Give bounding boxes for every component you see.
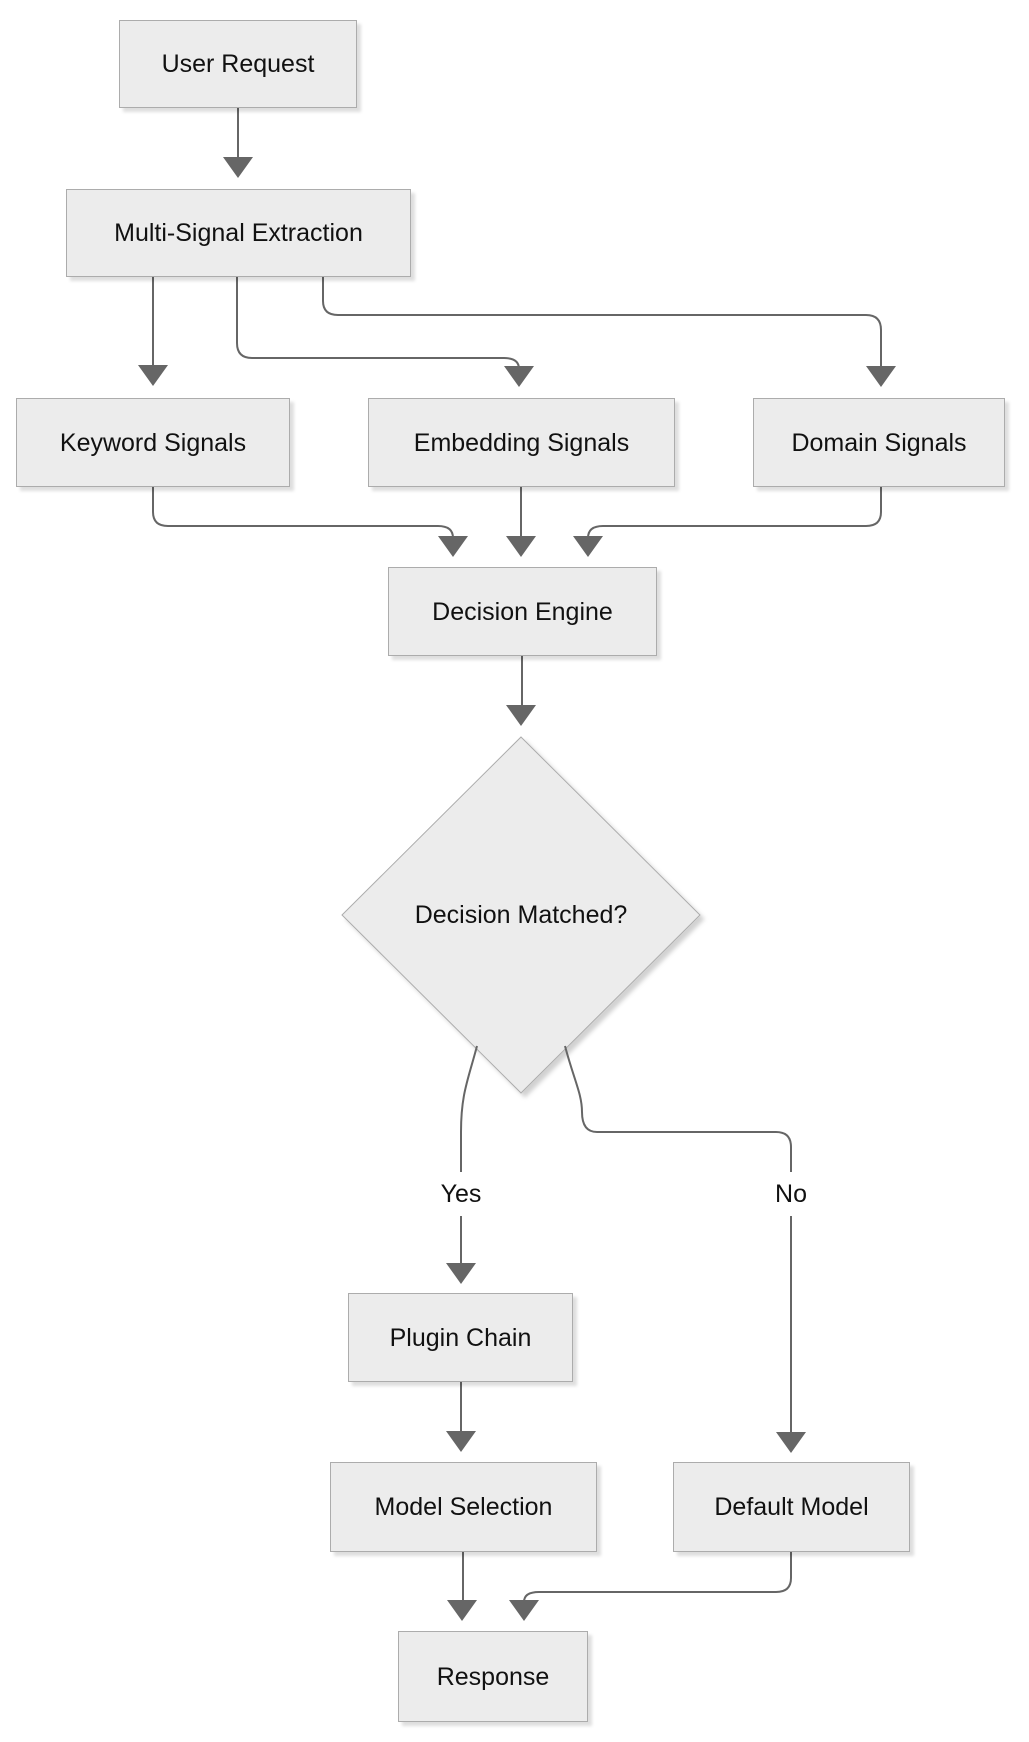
node-default-model: Default Model — [673, 1462, 910, 1552]
arrowhead-into-domain-signals — [866, 366, 896, 387]
arrowhead-into-plugin-chain — [446, 1263, 476, 1284]
edge-decision-matched-yes-to-plugin-chain — [460, 1045, 478, 1265]
edge-domain-signals-to-decision-engine — [587, 487, 882, 539]
arrowhead-into-decision-engine-left — [438, 536, 468, 557]
node-keyword-signals: Keyword Signals — [16, 398, 290, 487]
arrowhead-into-multi-signal-extraction — [223, 157, 253, 178]
node-embedding-signals: Embedding Signals — [368, 398, 675, 487]
arrowhead-into-default-model — [776, 1432, 806, 1453]
node-plugin-chain-label: Plugin Chain — [389, 1323, 532, 1352]
arrowhead-into-decision-engine-center — [506, 536, 536, 557]
node-user-request-label: User Request — [161, 50, 315, 78]
node-model-selection-label: Model Selection — [374, 1493, 553, 1521]
node-model-selection: Model Selection — [330, 1462, 597, 1552]
arrowhead-into-model-selection — [446, 1431, 476, 1452]
arrowhead-into-embedding-signals — [504, 366, 534, 387]
arrowhead-into-keyword-signals — [138, 365, 168, 386]
node-response-label: Response — [436, 1662, 550, 1691]
edge-multi-signal-extraction-to-domain-signals — [322, 277, 882, 368]
node-user-request: User Request — [119, 20, 357, 108]
decision-matched-diamond — [341, 736, 701, 1094]
edge-keyword-signals-to-decision-engine — [152, 487, 454, 539]
arrowhead-into-response-right — [509, 1600, 539, 1621]
node-default-model-label: Default Model — [714, 1493, 869, 1521]
node-plugin-chain: Plugin Chain — [348, 1293, 573, 1382]
edge-default-model-to-response — [523, 1552, 792, 1603]
node-decision-engine: Decision Engine — [388, 567, 657, 656]
node-domain-signals: Domain Signals — [753, 398, 1005, 487]
node-keyword-signals-label: Keyword Signals — [59, 428, 247, 457]
edge-decision-matched-no-to-default-model — [564, 1045, 792, 1434]
node-multi-signal-extraction: Multi-Signal Extraction — [66, 189, 411, 277]
node-response: Response — [398, 1631, 588, 1722]
node-domain-signals-label: Domain Signals — [791, 428, 967, 457]
edge-label-yes: Yes — [426, 1172, 496, 1216]
node-embedding-signals-label: Embedding Signals — [413, 428, 630, 457]
node-decision-matched-label: Decision Matched? — [414, 900, 628, 929]
edge-label-no: No — [756, 1172, 826, 1216]
arrowhead-into-response-left — [447, 1600, 477, 1621]
arrowhead-into-decision-engine-right — [573, 536, 603, 557]
node-multi-signal-extraction-label: Multi-Signal Extraction — [114, 219, 363, 247]
edge-multi-signal-extraction-to-embedding-signals — [236, 277, 520, 370]
arrowhead-into-decision-matched — [506, 705, 536, 726]
node-decision-engine-label: Decision Engine — [432, 597, 613, 626]
